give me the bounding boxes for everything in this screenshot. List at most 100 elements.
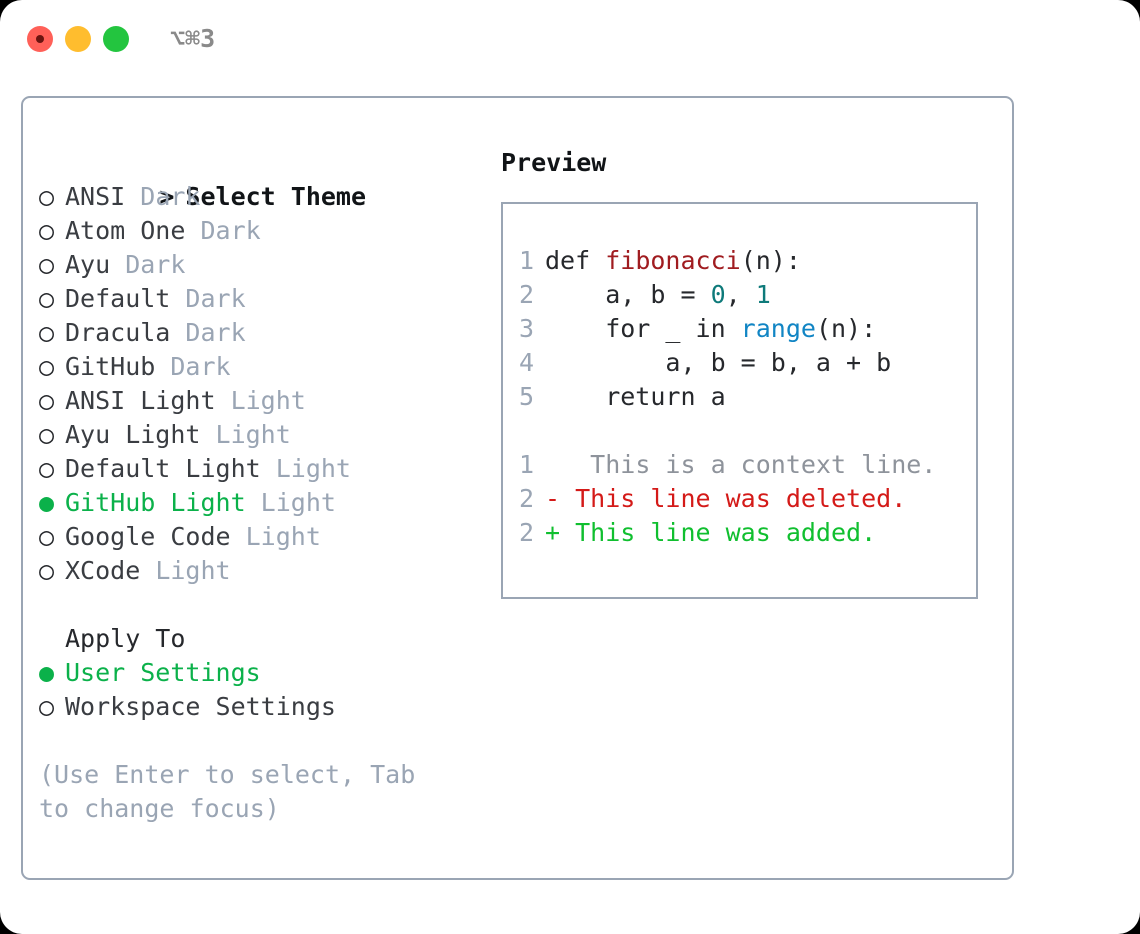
line-number: 1 [519,450,535,479]
line-number: 1 [519,246,535,275]
theme-option-label: GitHub Light [65,488,246,517]
radio-selected-icon: ● [39,658,70,687]
radio-unselected-icon: ○ [39,216,70,245]
theme-option-kind: Light [245,488,336,517]
apply-to-option-user-settings[interactable]: ● User Settings [39,656,479,690]
line-number: 3 [519,314,535,343]
diff-marker: + [545,518,561,547]
theme-option-label: ANSI Light [65,386,216,415]
theme-option-ansi[interactable]: ○ ANSI Dark [39,180,479,214]
code-token-fn: fibonacci [605,246,741,275]
diff-text: This is a context line. [560,450,937,479]
zoom-button[interactable] [103,26,129,52]
radio-unselected-icon: ○ [39,182,70,211]
theme-option-ayu-light[interactable]: ○ Ayu Light Light [39,418,479,452]
code-token-plain: , [725,280,756,309]
close-button[interactable] [27,26,53,52]
theme-option-label: GitHub [65,352,156,381]
theme-option-label: Dracula [65,318,171,347]
theme-option-kind: Dark [170,284,246,313]
apply-to-list: ● User Settings○ Workspace Settings [39,656,479,724]
theme-option-atom-one[interactable]: ○ Atom One Dark [39,214,479,248]
theme-option-kind: Dark [110,250,186,279]
code-line: 1 def fibonacci(n): [519,244,970,278]
theme-option-kind: Dark [185,216,261,245]
code-line: 2 a, b = 0, 1 [519,278,970,312]
page-title: Select Theme [185,182,367,211]
code-line: 3 for _ in range(n): [519,312,970,346]
theme-option-ayu[interactable]: ○ Ayu Dark [39,248,479,282]
window-title: ⌥⌘3 [170,24,216,53]
radio-unselected-icon: ○ [39,386,70,415]
code-line: 4 a, b = b, a + b [519,346,970,380]
diff-text: This line was added. [560,518,877,547]
theme-option-kind: Dark [125,182,201,211]
code-token-plain: def [545,246,606,275]
line-number: 4 [519,348,535,377]
theme-option-github[interactable]: ○ GitHub Dark [39,350,479,384]
code-token-plain: return a [545,382,726,411]
diff-marker: - [545,484,561,513]
minimize-button[interactable] [65,26,91,52]
code-token-num: 0 [710,280,726,309]
radio-unselected-icon: ○ [39,454,70,483]
radio-unselected-icon: ○ [39,284,70,313]
apply-to-option-label: User Settings [65,658,261,687]
theme-option-label: Default Light [65,454,261,483]
theme-picker-header: > Select Theme [39,146,479,211]
theme-option-label: ANSI [65,182,126,211]
preview-title: Preview [501,148,607,177]
line-number: 2 [519,518,535,547]
theme-option-github-light[interactable]: ● GitHub Light Light [39,486,479,520]
code-line: 5 return a [519,380,970,414]
line-number: 5 [519,382,535,411]
diff-text: This line was deleted. [560,484,907,513]
theme-option-dracula[interactable]: ○ Dracula Dark [39,316,479,350]
theme-option-default[interactable]: ○ Default Dark [39,282,479,316]
code-token-plain: for _ in [545,314,741,343]
theme-option-kind: Light [230,522,321,551]
radio-selected-icon: ● [39,488,70,517]
radio-unselected-icon: ○ [39,556,70,585]
theme-option-label: Ayu Light [65,420,201,449]
apply-to-header: Apply To [65,624,186,653]
code-token-plain: (n): [740,246,801,275]
theme-option-label: Default [65,284,171,313]
diff-line-del: 2- This line was deleted. [519,482,970,516]
theme-option-xcode[interactable]: ○ XCode Light [39,554,479,588]
code-token-num: 1 [755,280,771,309]
keyboard-hint: (Use Enter to select, Tab to change focu… [39,760,416,823]
theme-option-kind: Light [200,420,291,449]
theme-list: ○ ANSI Dark○ Atom One Dark○ Ayu Dark○ De… [39,180,479,588]
theme-option-ansi-light[interactable]: ○ ANSI Light Light [39,384,479,418]
code-token-plain: (n): [815,314,877,343]
theme-option-label: Ayu [65,250,111,279]
theme-option-google-code[interactable]: ○ Google Code Light [39,520,479,554]
theme-picker-column: >Select Theme ○ ANSI Dark○ Atom One Dark… [39,146,479,826]
theme-option-kind: Light [215,386,306,415]
title-bar: ⌥⌘3 [0,0,1140,78]
section-spacer [39,588,479,622]
theme-option-kind: Dark [155,352,231,381]
prompt-caret-icon: > [159,182,175,211]
radio-unselected-icon: ○ [39,318,70,347]
theme-option-default-light[interactable]: ○ Default Light Light [39,452,479,486]
diff-line-add: 2 + This line was added. [519,516,970,550]
apply-to-option-workspace-settings[interactable]: ○ Workspace Settings [39,690,479,724]
apply-to-option-label: Workspace Settings [65,692,336,721]
line-number: 2 [519,484,535,513]
code-diff-spacer [519,414,970,448]
radio-unselected-icon: ○ [39,420,70,449]
radio-unselected-icon: ○ [39,352,70,381]
radio-unselected-icon: ○ [39,250,70,279]
diff-block: 1 This is a context line. 2- This line wa… [519,448,970,550]
code-token-plain: a, b = b, a + b [545,348,892,377]
theme-option-label: Google Code [65,522,231,551]
theme-option-label: XCode [65,556,141,585]
code-token-call: range [740,314,816,343]
theme-option-label: Atom One [65,216,186,245]
